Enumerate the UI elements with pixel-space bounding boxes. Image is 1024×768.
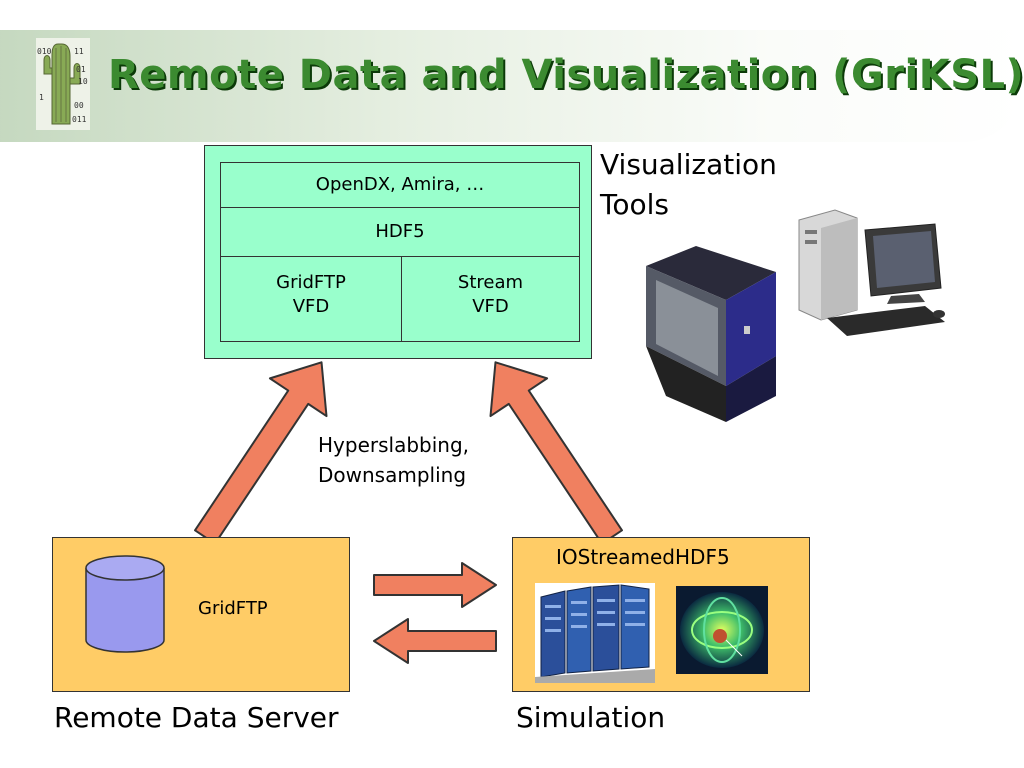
projection-workbench-icon <box>646 246 776 422</box>
logo-binary-text: 01 <box>76 65 86 74</box>
logo-binary-text: 10 <box>78 77 88 86</box>
logo-binary-text: 11 <box>74 47 84 56</box>
arrow-sim-to-server <box>373 618 497 664</box>
logo-binary-text: 011 <box>72 115 87 124</box>
cactus-logo-icon: 010 11 01 10 1 00 011 <box>36 38 90 130</box>
arrow-server-to-sim <box>373 562 497 608</box>
supercomputer-racks-icon <box>535 583 655 683</box>
layer-hdf5: HDF5 <box>220 207 580 257</box>
hyperslabbing-line2: Downsampling <box>318 463 467 487</box>
database-cylinder-icon <box>85 555 165 653</box>
layer-stream-vfd-line1: Stream <box>457 272 524 293</box>
server-gridftp-label: GridFTP <box>198 598 268 619</box>
logo-binary-text: 00 <box>74 101 84 110</box>
hyperslabbing-label: Hyperslabbing, Downsampling <box>318 430 469 490</box>
hyperslabbing-line1: Hyperslabbing, <box>318 433 470 457</box>
layer-gridftp-vfd-line2: VFD <box>292 296 330 317</box>
simulation-render-icon <box>676 586 768 674</box>
layer-stream-vfd: Stream VFD <box>401 256 580 342</box>
layer-gridftp-vfd-line1: GridFTP <box>276 272 346 293</box>
arrow-sim-to-vis <box>489 361 623 545</box>
desktop-computer-icon <box>798 209 945 336</box>
visualization-tools-line1: Visualization <box>600 148 777 181</box>
header-band <box>0 30 1024 142</box>
visualization-tools-label: Visualization Tools <box>600 145 777 225</box>
layer-opendx: OpenDX, Amira, … <box>220 162 580 208</box>
remote-data-server-caption: Remote Data Server <box>54 701 339 734</box>
page-title: Remote Data and Visualization (GriKSL) <box>108 52 1024 98</box>
iostreamedhdf5-label: IOStreamedHDF5 <box>556 545 730 569</box>
layer-stream-vfd-line2: VFD <box>472 296 509 317</box>
layer-gridftp-vfd: GridFTP VFD <box>220 256 402 342</box>
logo-binary-text: 010 <box>37 47 52 56</box>
visualization-tools-line2: Tools <box>600 188 669 221</box>
simulation-caption: Simulation <box>516 701 666 734</box>
logo-binary-text: 1 <box>39 93 44 102</box>
